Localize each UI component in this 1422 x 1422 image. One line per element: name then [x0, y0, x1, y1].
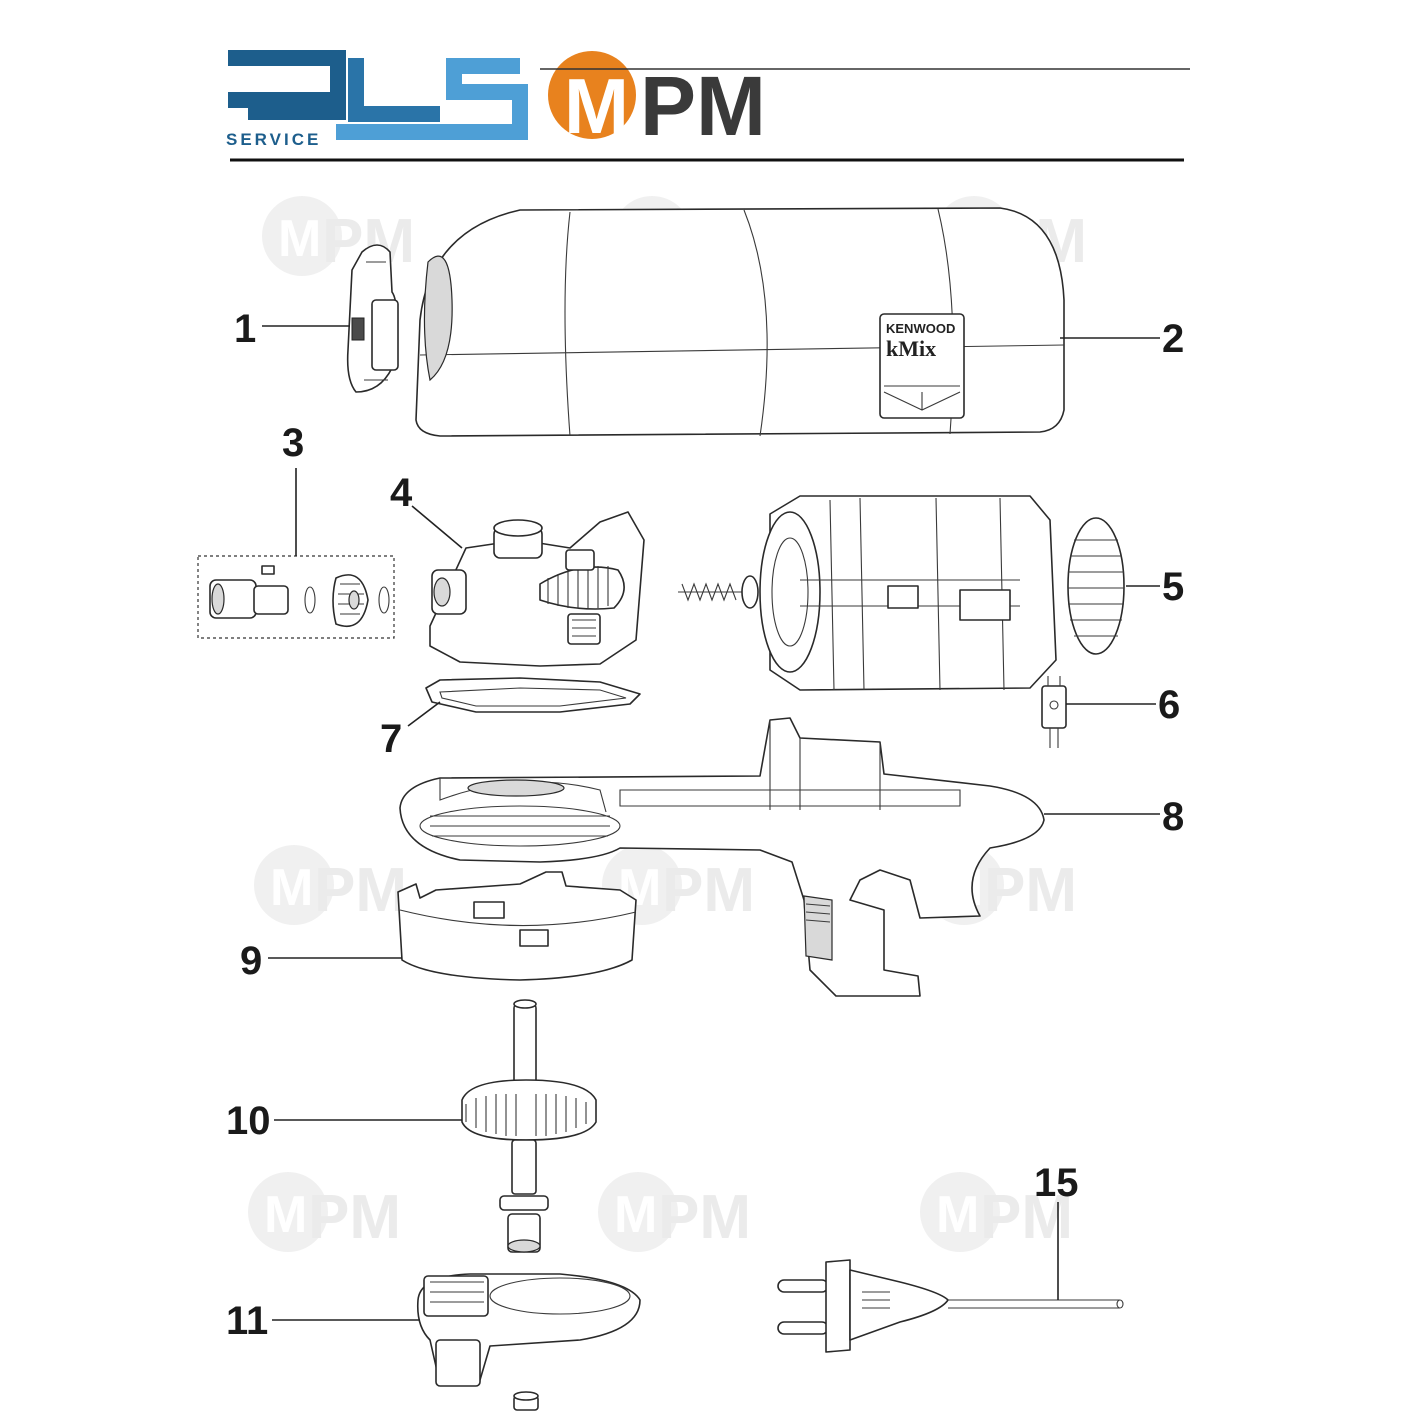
part-7-gasket: [425, 677, 641, 713]
part-1-speed-knob: [346, 244, 399, 393]
mpm-logo-m: M: [564, 62, 629, 150]
callout-2: 2: [1162, 317, 1184, 361]
callout-15: 15: [1034, 1161, 1079, 1205]
callout-5: 5: [1162, 565, 1184, 609]
part-4-gearbox: [429, 511, 645, 667]
part-3-coupling-kit: [197, 555, 395, 639]
callout-11: 11: [226, 1299, 268, 1343]
motor-fan: [1067, 517, 1125, 655]
svg-text:PM: PM: [662, 856, 755, 925]
callout-7: 7: [380, 717, 402, 761]
watermark: M PM: [254, 845, 407, 925]
watermark: M PM: [262, 196, 415, 276]
callout-3: 3: [282, 421, 304, 465]
svg-text:M: M: [270, 859, 313, 917]
part-15-power-cord: [777, 1259, 1124, 1353]
callout-9: 9: [240, 939, 262, 983]
kenwood-badge: [879, 313, 965, 419]
badge-model: kMix: [886, 336, 936, 361]
callout-6: 6: [1158, 683, 1180, 727]
callout-4: 4: [390, 471, 413, 515]
watermark: M PM: [602, 845, 755, 925]
dls-service-logo: SERVICE: [226, 50, 528, 149]
svg-text:M: M: [936, 1186, 979, 1244]
mpm-logo: M PM: [548, 51, 766, 153]
part-6-switch: [1041, 676, 1067, 748]
part-5-motor: [678, 495, 1125, 691]
part-8-base-chassis: [399, 717, 1045, 997]
watermark: M PM: [248, 1172, 401, 1252]
callout-10: 10: [226, 1099, 271, 1143]
badge-brand: KENWOOD: [886, 321, 955, 336]
callout-1: 1: [234, 307, 256, 351]
dls-service-subtext: SERVICE: [226, 130, 321, 149]
leader-lines: [262, 325, 1160, 1321]
svg-text:M: M: [278, 210, 321, 268]
svg-text:PM: PM: [308, 1183, 401, 1252]
part-2-top-cover: KENWOOD kMix: [415, 207, 1065, 437]
mpm-logo-pm: PM: [640, 59, 766, 153]
part-10-drive-gear: [461, 999, 597, 1253]
svg-text:M: M: [614, 1186, 657, 1244]
svg-text:PM: PM: [658, 1183, 751, 1252]
svg-text:M: M: [264, 1186, 307, 1244]
part-11-planetary-hub: [416, 1273, 641, 1411]
watermark: M PM: [598, 1172, 751, 1252]
svg-text:PM: PM: [984, 856, 1077, 925]
callout-8: 8: [1162, 795, 1184, 839]
svg-text:PM: PM: [314, 856, 407, 925]
callout-labels: 1 2 3 4 5 6 7 8 9 10 11 15: [226, 307, 1184, 1343]
part-9-gear-cover: [397, 871, 637, 981]
